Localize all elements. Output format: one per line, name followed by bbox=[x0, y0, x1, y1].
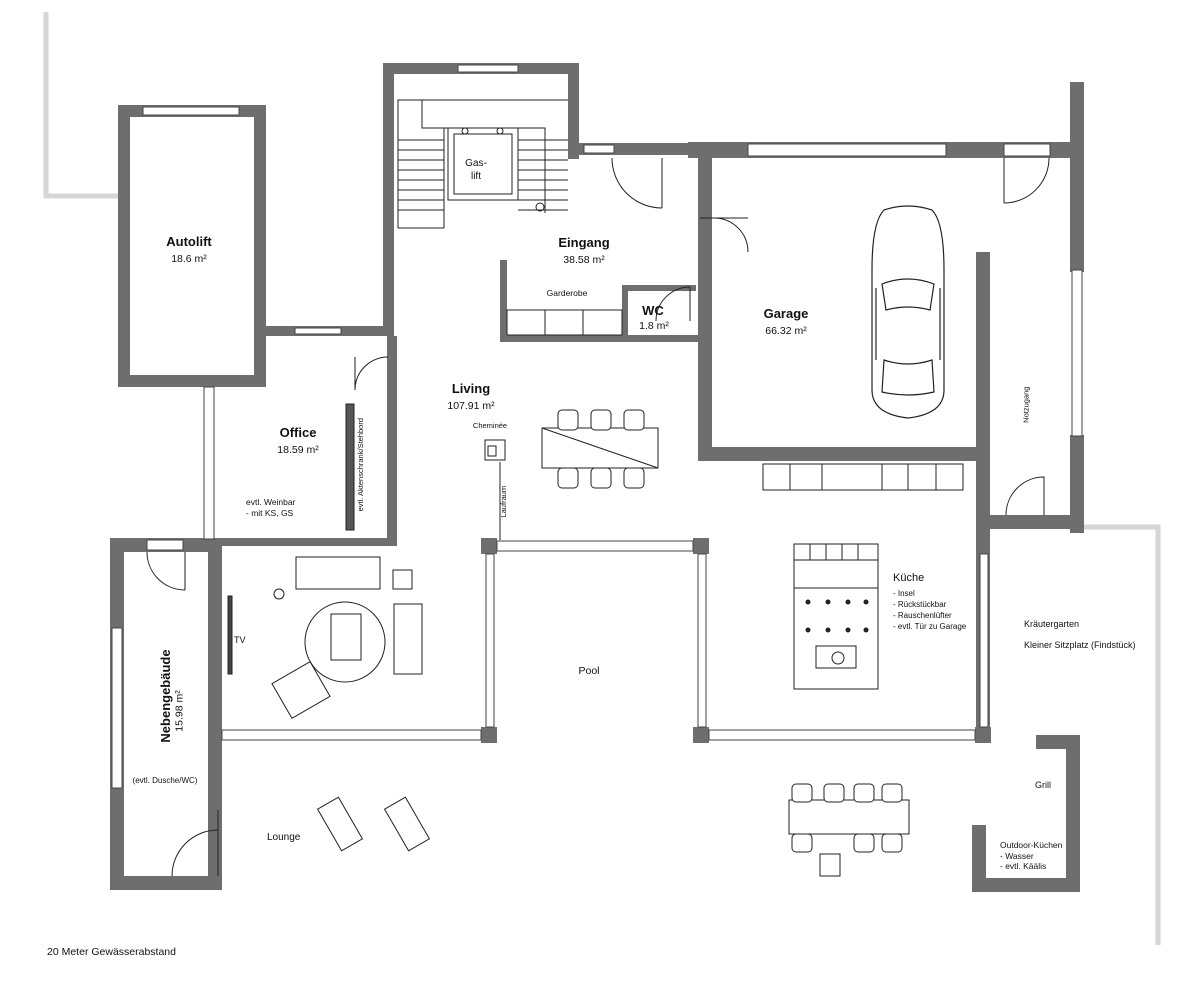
kueche-item-4: - evtl. Tür zu Garage bbox=[893, 622, 967, 631]
chairs bbox=[557, 409, 903, 853]
kueche-item-1: - Insel bbox=[893, 589, 915, 598]
cheminee-label: Cheminée bbox=[472, 421, 508, 430]
room-living-name: Living bbox=[451, 381, 491, 396]
grill-label: Grill bbox=[1035, 780, 1051, 790]
room-nebengebaeude-area: 15.98 m² bbox=[173, 690, 186, 732]
room-nebengebaeude-note: (evtl. Dusche/WC) bbox=[132, 776, 198, 785]
room-autolift-name: Autolift bbox=[166, 234, 212, 249]
room-kueche-name: Küche bbox=[893, 572, 925, 584]
windows bbox=[111, 64, 1083, 789]
pool-label: Pool bbox=[578, 665, 600, 677]
room-eingang-area: 38.58 m² bbox=[563, 254, 605, 266]
room-nebengebaeude-name: Nebengebäude bbox=[157, 649, 173, 743]
footer-note: 20 Meter Gewässerabstand bbox=[47, 946, 176, 958]
room-living-area: 107.91 m² bbox=[447, 400, 495, 412]
room-autolift-area: 18.6 m² bbox=[171, 253, 207, 265]
kueche-item-2: - Rückstückbar bbox=[893, 600, 947, 609]
outdoor-kitchen-label: Outdoor-Küchen - Wasser - evtl. Käälis bbox=[1000, 840, 1063, 872]
room-office-note: evtl. Weinbar - mit KS, GS bbox=[246, 497, 296, 518]
notzugang-label: Notzugang bbox=[1021, 386, 1031, 423]
property-boundary bbox=[43, 12, 1161, 945]
room-garderobe-name: Garderobe bbox=[546, 288, 588, 298]
room-gaslift-name: Gas- lift bbox=[465, 158, 487, 182]
sitzplatz-label: Kleiner Sitzplatz (Findstück) bbox=[1024, 640, 1136, 650]
car-icon bbox=[871, 205, 945, 419]
room-wc-name: WC bbox=[642, 303, 664, 318]
office-cabinet-label: evtl. Aktenschrank/Stehbord bbox=[356, 417, 366, 512]
room-garage-area: 66.32 m² bbox=[765, 325, 807, 337]
room-office-area: 18.59 m² bbox=[277, 444, 319, 456]
interior-lines bbox=[146, 99, 1050, 877]
kraeutergarten-label: Kräutergarten bbox=[1024, 619, 1080, 629]
tv-label: TV bbox=[234, 635, 246, 645]
room-eingang-name: Eingang bbox=[558, 235, 610, 250]
lounge-label: Lounge bbox=[267, 832, 301, 843]
laufraum-label: Laufraum bbox=[499, 485, 509, 518]
room-garage-name: Garage bbox=[763, 306, 809, 321]
cooktop-dots bbox=[805, 599, 869, 633]
room-office-name: Office bbox=[279, 425, 317, 440]
kueche-item-3: - Rauschenlüfter bbox=[893, 611, 952, 620]
room-wc-area: 1.8 m² bbox=[639, 320, 669, 332]
